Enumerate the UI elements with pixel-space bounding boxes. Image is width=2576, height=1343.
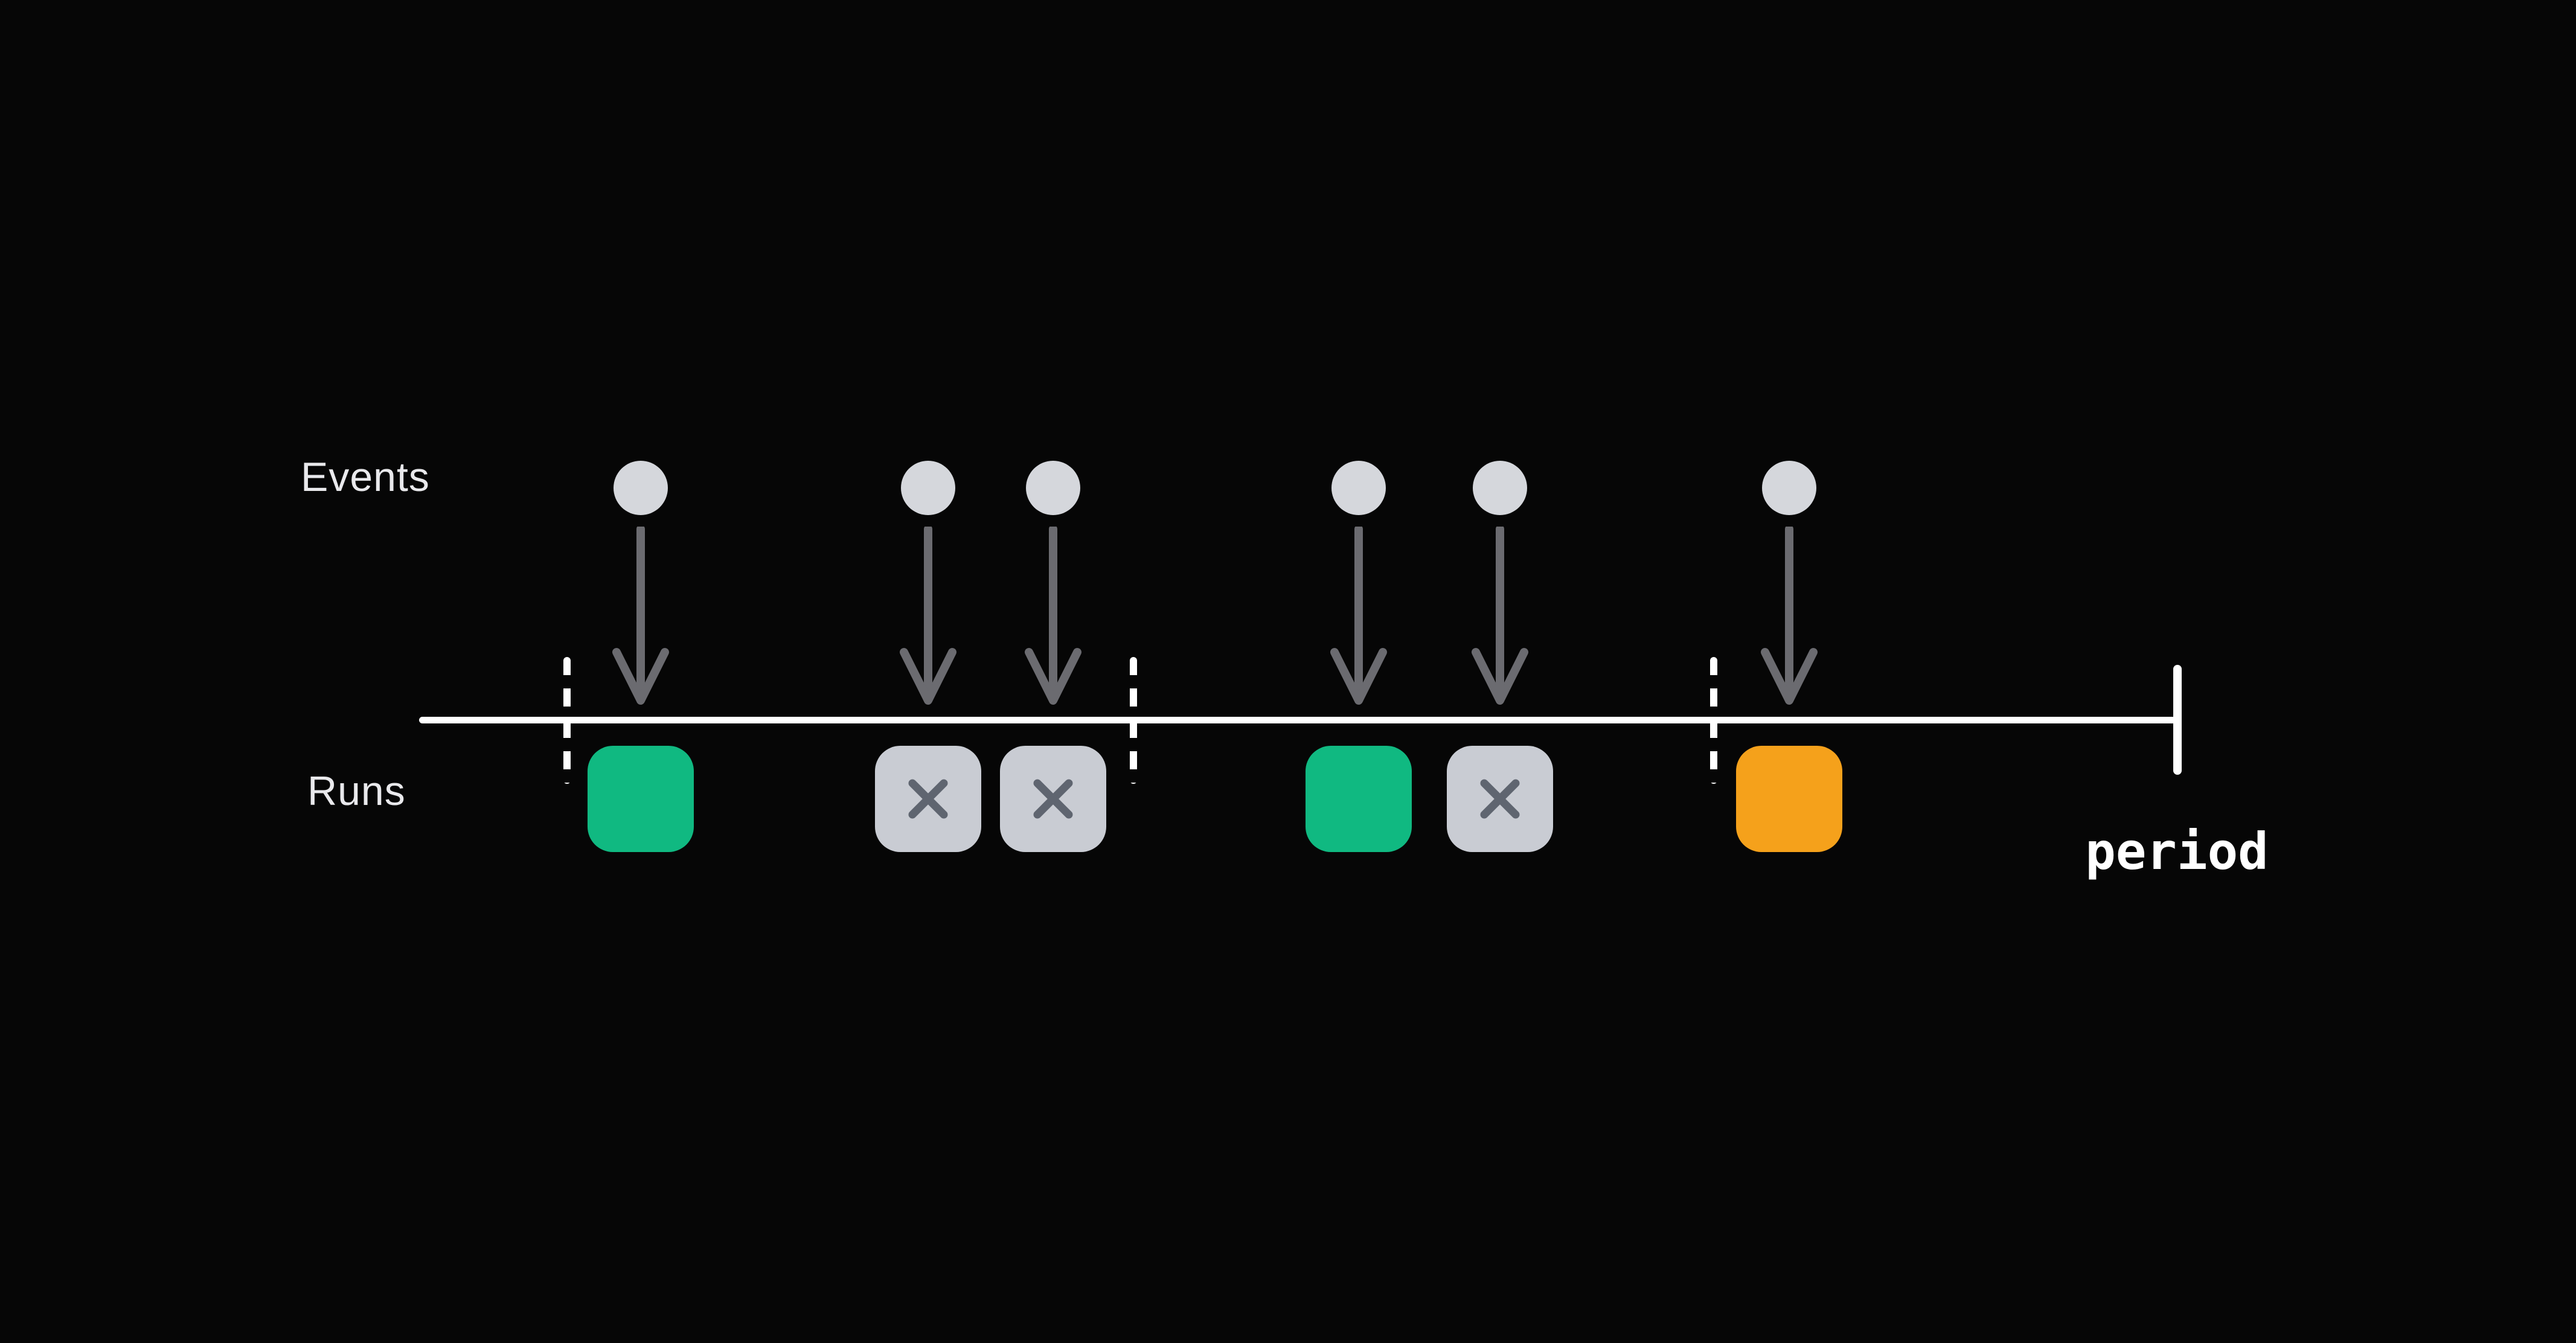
run-box-skipped xyxy=(1447,746,1553,852)
boundary-tick xyxy=(1130,657,1137,784)
arrow-down-icon xyxy=(1322,525,1395,708)
arrow-down-icon xyxy=(892,525,964,708)
arrow-down-icon xyxy=(1753,525,1825,708)
timeline-axis xyxy=(419,717,2177,723)
event-dot xyxy=(1026,461,1080,515)
arrow-down-icon xyxy=(1464,525,1536,708)
events-row-label: Events xyxy=(301,454,430,500)
event-dot xyxy=(901,461,955,515)
x-icon xyxy=(1033,779,1073,819)
runs-row-label: Runs xyxy=(307,768,406,814)
run-box-active xyxy=(1736,746,1842,852)
event-dot xyxy=(614,461,668,515)
run-box-skipped xyxy=(875,746,981,852)
event-dot xyxy=(1762,461,1816,515)
x-icon xyxy=(908,779,948,819)
x-icon xyxy=(1480,779,1520,819)
run-box-success xyxy=(588,746,694,852)
run-box-success xyxy=(1306,746,1412,852)
arrow-down-icon xyxy=(604,525,677,708)
boundary-tick xyxy=(563,657,571,784)
arrow-down-icon xyxy=(1017,525,1089,708)
timeline-end-cap xyxy=(2173,665,2182,775)
boundary-tick xyxy=(1710,657,1717,784)
event-dot xyxy=(1473,461,1527,515)
run-box-skipped xyxy=(1000,746,1106,852)
event-dot xyxy=(1331,461,1386,515)
period-label: period xyxy=(2085,822,2269,881)
